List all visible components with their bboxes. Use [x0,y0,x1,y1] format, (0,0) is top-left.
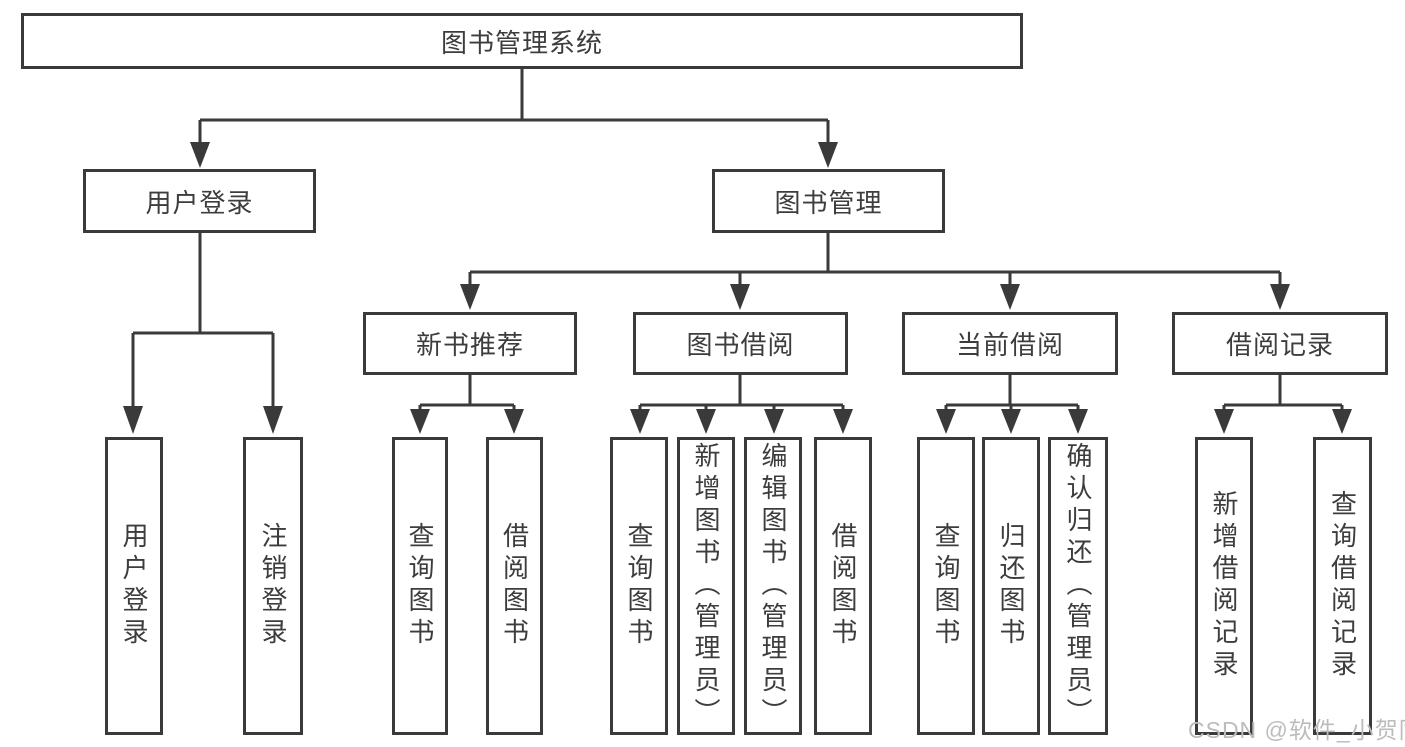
arrowhead-icon [1332,409,1352,434]
arrowhead-icon [1270,284,1290,310]
node-leaf-add-borrow-record: 新增借阅记录 [1195,437,1253,735]
arrowhead-icon [263,406,283,434]
arrowhead-icon [190,142,210,168]
node-label: 新书推荐 [415,330,524,360]
connector-user-login-children [123,231,283,434]
node-book-management: 图书管理 [712,169,945,233]
connector-book-management-children [460,231,1290,310]
arrowhead-icon [696,409,716,434]
node-label: 注销登录 [258,522,288,650]
node-leaf-borrow-book-recommend: 借阅图书 [486,437,543,735]
node-label: 查询借阅记录 [1327,490,1358,682]
node-label: 新增借阅记录 [1209,490,1239,682]
node-label: 当前借阅 [955,330,1064,360]
node-leaf-borrow-book: 借阅图书 [814,437,872,735]
connector-root-to-level1 [190,66,838,168]
node-leaf-query-book-recommend: 查询图书 [392,437,448,735]
node-leaf-query-borrow-record: 查询借阅记录 [1313,437,1372,735]
node-current-borrowing: 当前借阅 [902,312,1118,375]
node-user-login: 用户登录 [83,169,316,233]
arrowhead-icon [630,409,650,434]
arrowhead-icon [936,409,956,434]
node-label: 查询图书 [931,522,961,650]
arrowhead-icon [818,142,838,168]
node-leaf-query-book-borrowing: 查询图书 [610,437,668,735]
node-leaf-confirm-return-admin: 确认归还（管理员） [1048,437,1108,735]
node-book-borrowing: 图书借阅 [633,312,848,375]
arrowhead-icon [1001,409,1021,434]
node-label: 借阅图书 [828,522,858,650]
node-leaf-return-book: 归还图书 [982,437,1040,735]
arrowhead-icon [764,409,784,434]
node-label: 用户登录 [145,187,254,218]
node-leaf-edit-book-admin: 编辑图书（管理员） [744,437,802,735]
arrowhead-icon [1068,409,1088,434]
arrowhead-icon [833,409,853,434]
node-label: 用户登录 [119,522,149,650]
node-label: 图书管理 [774,187,883,218]
connector-current-borrowing-children [936,373,1088,434]
arrowhead-icon [1214,409,1234,434]
arrowhead-icon [1000,284,1020,310]
node-label: 归还图书 [996,522,1026,650]
node-label: 图书借阅 [686,330,795,360]
node-borrowing-records: 借阅记录 [1172,312,1388,375]
connector-new-book-recommend-children [410,373,524,434]
arrowhead-icon [460,284,480,310]
node-label: 借阅图书 [499,522,530,650]
arrowhead-icon [730,284,750,310]
connector-borrowing-records-children [1214,373,1352,434]
node-new-book-recommend: 新书推荐 [363,312,577,375]
node-label: 查询图书 [624,522,654,650]
arrowhead-icon [123,406,143,434]
csdn-watermark: CSDN @软件_小贺同学 [1188,717,1405,743]
node-label: 借阅记录 [1225,330,1334,360]
node-library-system: 图书管理系统 [21,13,1023,69]
node-label: 确认归还（管理员） [1063,442,1093,730]
node-leaf-add-book-admin: 新增图书（管理员） [677,437,735,735]
node-leaf-logout: 注销登录 [243,437,303,735]
node-label: 编辑图书（管理员） [758,442,788,730]
node-label: 查询图书 [405,522,435,650]
node-label: 图书管理系统 [440,27,603,58]
node-leaf-query-book-current: 查询图书 [917,437,975,735]
arrowhead-icon [504,409,524,434]
connector-book-borrowing-children [630,373,853,434]
node-label: 新增图书（管理员） [691,442,721,730]
arrowhead-icon [410,409,430,434]
node-leaf-user-login: 用户登录 [105,437,163,735]
